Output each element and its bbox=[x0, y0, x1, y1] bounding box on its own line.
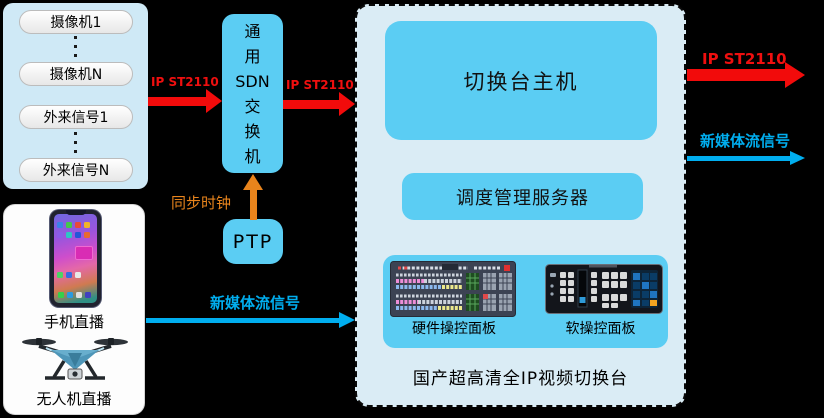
sdn-switch-box: 通 用 SDN 交 换 机 bbox=[222, 14, 283, 173]
source-item-camera-n: 摄像机N bbox=[19, 62, 133, 86]
sdn-switch-label-line: 用 bbox=[244, 46, 261, 66]
ptp-box: PTP bbox=[223, 219, 283, 264]
software-panel-label: 软操控面板 bbox=[565, 321, 636, 337]
switcher-host-box: 切换台主机 bbox=[385, 21, 657, 140]
arrow-label-media-out: 新媒体流信号 bbox=[700, 132, 791, 150]
hardware-panel-image bbox=[390, 261, 516, 317]
arrow-media-to-switcher bbox=[146, 312, 355, 328]
arrow-media-output bbox=[687, 151, 807, 165]
source-item-camera-1: 摄像机1 bbox=[19, 10, 133, 34]
sdn-switch-label-line: 通 bbox=[244, 21, 261, 41]
phone-live-label: 手机直播 bbox=[43, 313, 104, 331]
scheduler-server-box: 调度管理服务器 bbox=[402, 173, 643, 220]
arrow-label-ip-in: IP ST2110 bbox=[151, 75, 219, 89]
control-panels-box: 硬件操控面板 软操控面板 bbox=[383, 255, 668, 348]
product-title: 国产超高清全IP视频切换台 bbox=[412, 369, 629, 389]
media-sources-box: 手机直播 无人机直播 bbox=[3, 204, 145, 415]
smartphone-image bbox=[50, 210, 101, 307]
phone-screen bbox=[54, 214, 97, 303]
source-item-external-n: 外来信号N bbox=[19, 158, 133, 182]
drone-live-label: 无人机直播 bbox=[36, 390, 112, 408]
arrow-label-ip-mid: IP ST2110 bbox=[286, 78, 354, 92]
arrow-ip-sdn-to-switcher bbox=[283, 92, 355, 116]
source-item-external-1: 外来信号1 bbox=[19, 105, 133, 129]
arrow-sync-clock bbox=[243, 174, 263, 220]
phone-notch bbox=[65, 210, 86, 215]
arrow-label-ip-out: IP ST2110 bbox=[702, 50, 787, 68]
phone-widget bbox=[75, 246, 93, 260]
ellipsis-dots bbox=[3, 36, 148, 57]
software-panel-image bbox=[545, 264, 663, 314]
source-list-box: 摄像机1 摄像机N 外来信号1 外来信号N bbox=[3, 3, 148, 189]
sdn-switch-label-line: SDN bbox=[235, 71, 270, 91]
switcher-system-box: 切换台主机 调度管理服务器 bbox=[355, 4, 686, 407]
arrow-ip-sources-to-sdn bbox=[148, 89, 222, 113]
ellipsis-dots bbox=[3, 132, 148, 153]
hardware-panel-label: 硬件操控面板 bbox=[412, 321, 496, 337]
arrow-ip-output bbox=[687, 62, 807, 88]
sdn-switch-label-line: 换 bbox=[244, 121, 261, 141]
sdn-switch-label-line: 交 bbox=[244, 96, 261, 116]
arrow-label-media-in: 新媒体流信号 bbox=[210, 294, 301, 312]
arrow-label-sync-clock: 同步时钟 bbox=[171, 194, 232, 212]
sdn-switch-label-line: 机 bbox=[244, 146, 261, 166]
drone-image bbox=[22, 338, 128, 380]
